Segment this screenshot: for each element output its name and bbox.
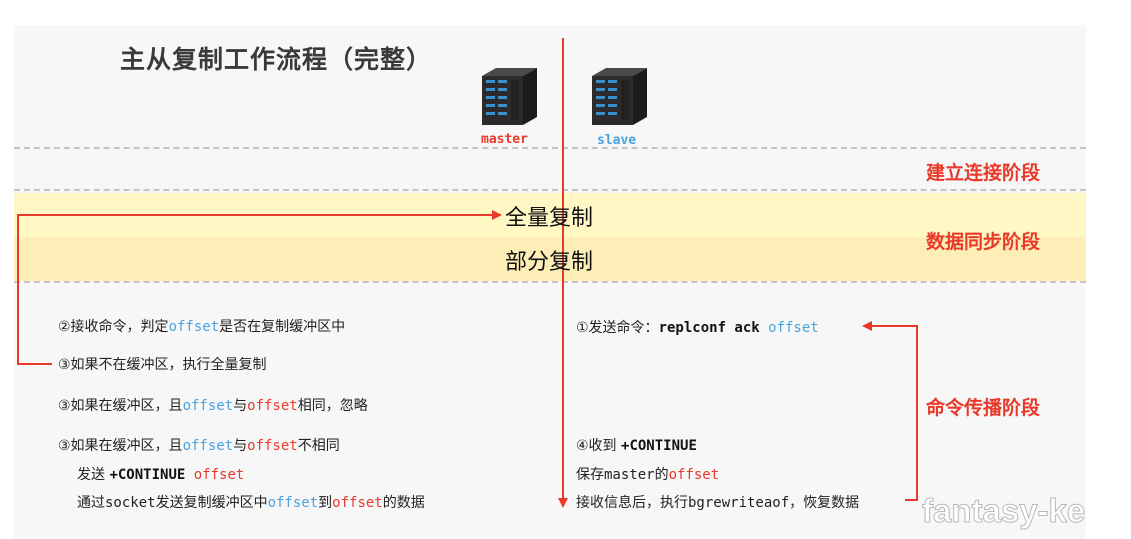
- slave-save-offset: 保存master的offset: [576, 467, 720, 483]
- full-sync-loop-arrow: [17, 210, 502, 365]
- stage-sync-label: 数据同步阶段: [926, 231, 1041, 253]
- master-step-3-same: ③如果在缓冲区，且offset与offset相同，忽略: [58, 398, 368, 414]
- master-server-icon: [482, 68, 537, 125]
- master-send-continue: 发送 +CONTINUE offset: [77, 467, 245, 483]
- propagate-loop-arrow: [862, 321, 918, 501]
- master-step-3-full: ③如果不在缓冲区，执行全量复制: [58, 357, 267, 373]
- slave-step-4: ④收到 +CONTINUE: [576, 438, 697, 454]
- master-step-3-diff: ③如果在缓冲区，且offset与offset不相同: [58, 438, 340, 454]
- master-step-2: ②接收命令，判定offset是否在复制缓冲区中: [58, 319, 346, 335]
- master-socket-send: 通过socket发送复制缓冲区中offset到offset的数据: [77, 495, 425, 511]
- partial-sync-text: 部分复制: [505, 250, 594, 275]
- stage-propagate-label: 命令传播阶段: [926, 397, 1041, 419]
- separator-connect-top: [14, 147, 1086, 149]
- stage-connect-label: 建立连接阶段: [926, 162, 1041, 184]
- slave-recover-data: 接收信息后，执行bgrewriteaof，恢复数据: [576, 495, 860, 511]
- separator-sync-top: [14, 189, 1086, 191]
- full-sync-text: 全量复制: [505, 206, 594, 231]
- slave-label: slave: [597, 133, 637, 148]
- partial-sync-band: [14, 237, 1086, 281]
- master-label: master: [481, 132, 528, 147]
- separator-sync-bottom: [14, 281, 1086, 283]
- page-title: 主从复制工作流程（完整）: [120, 45, 433, 74]
- watermark-text: fantasy-ke: [921, 492, 1086, 530]
- slave-server-icon: [592, 68, 647, 125]
- slave-step-1: ①发送命令：replconf ack offset: [576, 320, 819, 336]
